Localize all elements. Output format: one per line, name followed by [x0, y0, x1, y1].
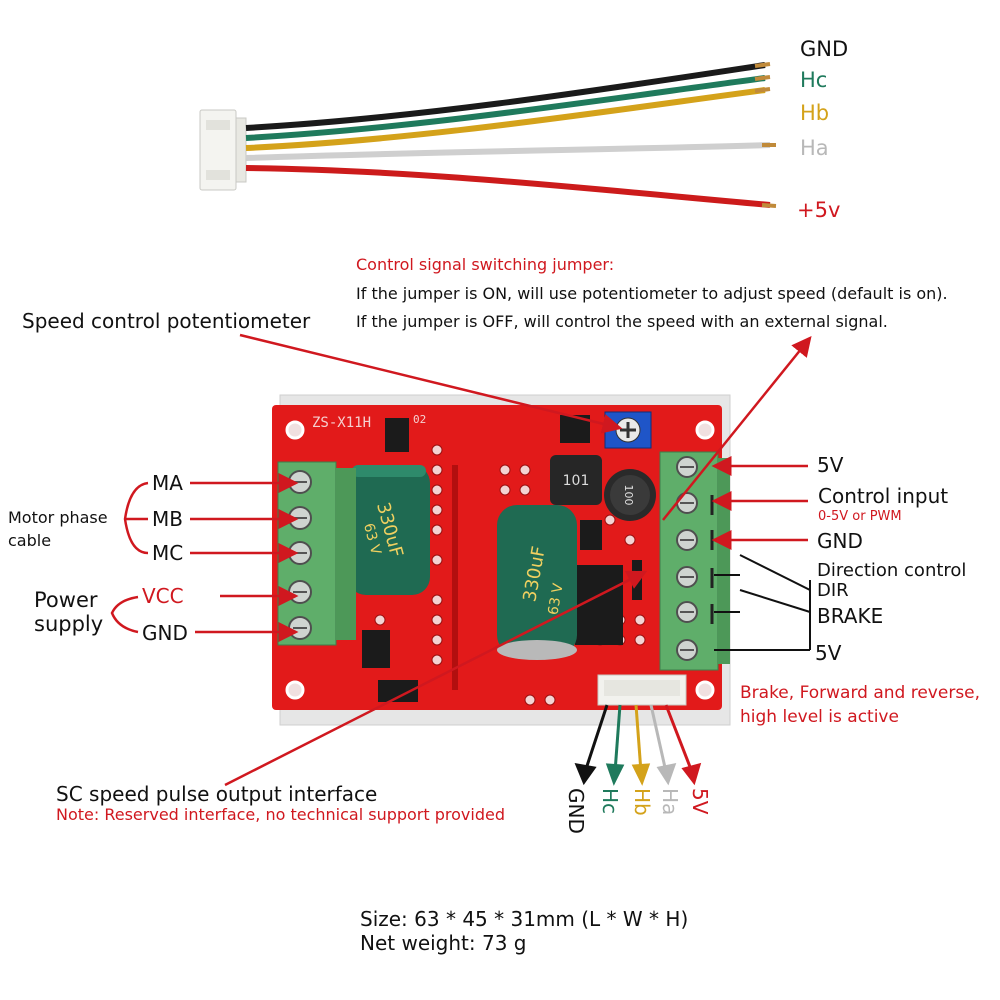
label-gnd-right: GND	[817, 529, 863, 553]
jumper-header[interactable]	[632, 560, 642, 600]
weight-line: Net weight: 73 g	[360, 931, 527, 955]
power-supply-label-2: supply	[34, 612, 104, 636]
board-silkscreen: ZS-X11H	[312, 415, 371, 431]
bottom-hall-arrows	[574, 704, 702, 786]
annotation-lines	[110, 333, 812, 787]
jumper-line1: If the jumper is ON, will use potentiome…	[356, 284, 948, 303]
jumper-line2: If the jumper is OFF, will control the s…	[356, 312, 888, 331]
driver-ic	[575, 565, 623, 645]
dir-brake-lines	[714, 554, 811, 651]
hall-label-ha: Ha	[658, 788, 682, 816]
ic-lower	[362, 630, 390, 668]
potentiometer	[604, 411, 652, 449]
ic-top	[385, 418, 409, 452]
wire-red	[245, 165, 771, 208]
mount-hole	[285, 420, 305, 440]
label-mb: MB	[152, 507, 183, 531]
power-brace	[110, 595, 139, 634]
wire-white	[245, 142, 771, 161]
jumper-title: Control signal switching jumper:	[356, 255, 615, 274]
cable-connector-plug	[199, 109, 247, 191]
pointer-jumper	[662, 336, 812, 521]
pointer-sc	[224, 570, 648, 787]
board-silkscreen-suffix: 02	[413, 413, 426, 426]
wire-label-hc: Hc	[800, 68, 828, 92]
small-capacitor: 100	[604, 469, 656, 521]
label-brake: BRAKE	[817, 604, 884, 628]
label-ma: MA	[152, 471, 183, 495]
label-control-input-note: 0-5V or PWM	[818, 509, 902, 524]
sc-note: Note: Reserved interface, no technical s…	[56, 805, 505, 824]
brake-note-2: high level is active	[740, 707, 899, 727]
wire-tips	[754, 62, 777, 208]
right-terminal-block	[659, 451, 730, 671]
pointer-potentiometer	[239, 333, 623, 434]
ic-right	[580, 520, 602, 550]
wire-label-gnd: GND	[800, 37, 849, 61]
motor-phase-label-2: cable	[8, 531, 52, 550]
small-cap-label: 100	[622, 485, 635, 506]
wire-black	[245, 62, 766, 131]
size-line: Size: 63 * 45 * 31mm (L * W * H)	[360, 907, 689, 931]
hall-cable	[199, 62, 777, 208]
bottom-hall-connector[interactable]	[597, 674, 687, 706]
mount-hole	[695, 420, 715, 440]
ic-bottom	[378, 680, 418, 702]
brake-note-1: Brake, Forward and reverse,	[740, 683, 981, 703]
label-vcc: VCC	[142, 584, 184, 608]
mount-hole	[285, 680, 305, 700]
power-supply-label-1: Power	[34, 588, 98, 612]
hall-label-hc: Hc	[598, 788, 622, 815]
label-5v-bottom: 5V	[815, 641, 842, 665]
capacitor-right: 330uF 63 V	[497, 505, 577, 660]
wire-label-5v: +5v	[797, 198, 841, 222]
hall-label-5v: 5V	[688, 788, 712, 815]
label-control-input: Control input	[818, 484, 949, 508]
sc-label: SC speed pulse output interface	[56, 782, 378, 806]
label-direction-1: Direction control	[817, 560, 967, 581]
mount-hole	[695, 680, 715, 700]
label-direction-2: DIR	[817, 580, 849, 601]
wire-label-hb: Hb	[800, 101, 830, 125]
inductor-label: 101	[563, 473, 590, 489]
capacitor-left: 330uF 63 V	[348, 465, 430, 595]
hall-label-gnd: GND	[564, 788, 588, 834]
label-mc: MC	[152, 541, 184, 565]
inductor: 101	[550, 455, 602, 505]
cap-right-text2: 63 V	[545, 582, 566, 617]
label-5v-top: 5V	[817, 453, 844, 477]
wire-label-ha: Ha	[800, 136, 829, 160]
potentiometer-label: Speed control potentiometer	[22, 309, 311, 333]
label-gnd-left: GND	[142, 621, 188, 645]
wire-yellow	[245, 87, 766, 151]
hall-label-hb: Hb	[630, 788, 654, 816]
motor-phase-label-1: Motor phase	[8, 508, 108, 527]
wire-green	[245, 75, 766, 141]
board: 101 100 330uF 63 V 330uF 63 V ZS-X11H 02	[272, 394, 731, 726]
